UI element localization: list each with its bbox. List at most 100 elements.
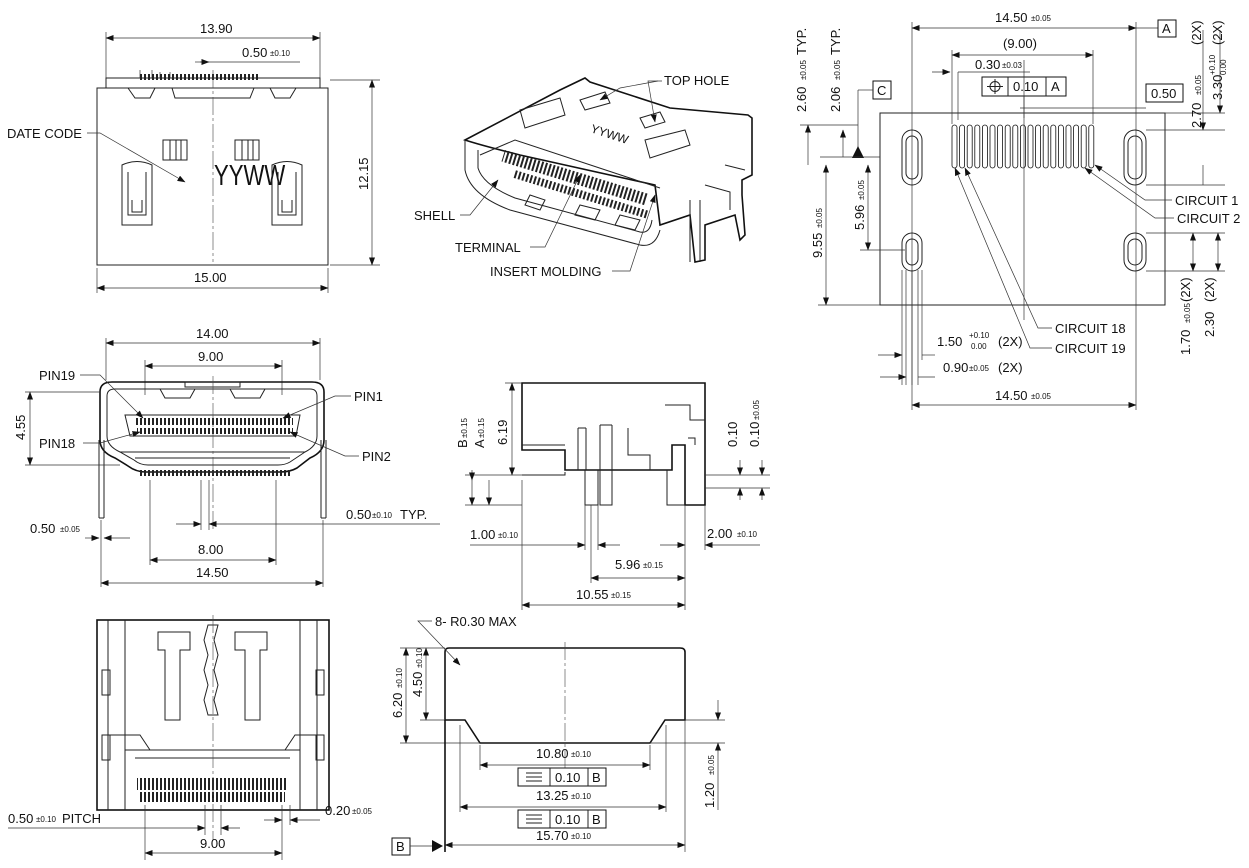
- x2-1-50: (2X): [998, 334, 1023, 349]
- pcb-layout-view: 14.50 ±0.05 A (9.00) 0.30 ±0.03 0.10 A 0…: [794, 10, 1240, 410]
- pos-tol-datum: A: [1051, 79, 1060, 94]
- iso-yyww-mark: YYWW: [589, 122, 631, 147]
- dim-0-10-b: 0.10: [747, 422, 762, 447]
- pcb-pad: [1088, 124, 1095, 169]
- panel-cutout-view: 8- R0.30 MAX 6.20 ±0.10 4.50 ±0.10 10.80…: [390, 614, 725, 856]
- datum-c: C: [877, 83, 886, 98]
- shell-label: SHELL: [414, 208, 455, 223]
- tol-5-96: ±0.05: [857, 179, 866, 200]
- pcb-pad: [1058, 124, 1064, 169]
- flat-2-datum: B: [592, 812, 601, 827]
- tol-2-70: ±0.05: [1194, 74, 1203, 95]
- tol-0-50-pitch: ±0.10: [36, 815, 57, 824]
- tol-0-50: ±0.10: [270, 49, 291, 58]
- pin2-label: PIN2: [362, 449, 391, 464]
- dim-a: A: [472, 439, 487, 448]
- front-view: 13.90 0.50 ±0.10 YYWW DATE CODE: [7, 21, 380, 293]
- tol-0-20: ±0.05: [352, 807, 373, 816]
- tol-4-50: ±0.10: [415, 647, 424, 668]
- tol-0-90: ±0.05: [969, 364, 990, 373]
- pcb-pad: [989, 124, 996, 169]
- dim-0-30: 0.30: [975, 57, 1000, 72]
- typ-2-06: TYP.: [828, 28, 843, 55]
- terminal-label: TERMINAL: [455, 240, 521, 255]
- tol-0-10-b: ±0.05: [752, 399, 761, 420]
- tol-2-00: ±0.10: [737, 530, 758, 539]
- pcb-pad: [1020, 124, 1026, 169]
- tol-2-06: ±0.05: [833, 59, 842, 80]
- dim-14-00: 14.00: [196, 326, 229, 341]
- dim-b: B: [455, 439, 470, 448]
- dim-10-80: 10.80: [536, 746, 569, 761]
- tol-1-70: ±0.05: [1183, 302, 1192, 323]
- pin19-label: PIN19: [39, 368, 75, 383]
- radius-note: 8- R0.30 MAX: [435, 614, 517, 629]
- tol-a: ±0.15: [477, 417, 486, 438]
- x2-2-30: (2X): [1202, 277, 1217, 302]
- dim-2-00: 2.00: [707, 526, 732, 541]
- tol-3-30-minus: 0.00: [1219, 59, 1228, 75]
- tol-1-50-minus: 0.00: [971, 342, 987, 351]
- flat-2-value: 0.10: [555, 812, 580, 827]
- pcb-pad: [1073, 124, 1079, 169]
- pin18-label: PIN18: [39, 436, 75, 451]
- pcb-pad: [1012, 124, 1019, 169]
- dim-1-00: 1.00: [470, 527, 495, 542]
- tol-2-60: ±0.05: [799, 59, 808, 80]
- x2-1-70: (2X): [1178, 277, 1193, 302]
- dim-13-90: 13.90: [200, 21, 233, 36]
- dim-0-90: 0.90: [943, 360, 968, 375]
- x2-0-90: (2X): [998, 360, 1023, 375]
- pcb-pad: [974, 124, 981, 169]
- tol-0-50-typ: ±0.10: [372, 511, 393, 520]
- pad-array: [951, 124, 1096, 169]
- date-code-marks: [162, 139, 260, 161]
- dim-2-30: 2.30: [1202, 312, 1217, 337]
- datum-a: A: [1162, 21, 1171, 36]
- top-hole-label: TOP HOLE: [664, 73, 730, 88]
- dim-12-15: 12.15: [356, 157, 371, 190]
- dim-0-50-left: 0.50: [30, 521, 55, 536]
- dim-14-50-bottom: 14.50: [995, 388, 1028, 403]
- pcb-pad: [959, 124, 965, 169]
- end-view: 14.00 9.00 PIN19 PIN1 PIN18 PIN2: [13, 326, 440, 587]
- tol-10-80: ±0.10: [571, 750, 592, 759]
- dim-9-00-ref: (9.00): [1003, 36, 1037, 51]
- dim-5-96: 5.96: [852, 205, 867, 230]
- pitch-label: PITCH: [62, 811, 101, 826]
- pcb-pad: [1042, 124, 1049, 169]
- x2-2-70: (2X): [1189, 20, 1204, 45]
- pcb-pad: [1050, 124, 1057, 169]
- pcb-pad: [966, 124, 973, 169]
- dim-5-96: 5.96: [615, 557, 640, 572]
- pcb-pad: [1080, 124, 1087, 169]
- tol-3-30-plus: +0.10: [1208, 54, 1217, 75]
- dim-9-00-bottom: 9.00: [200, 836, 225, 851]
- tol-0-50-left: ±0.05: [60, 525, 81, 534]
- dim-0-50-pitch: 0.50: [8, 811, 33, 826]
- datum-b: B: [396, 839, 405, 854]
- dim-0-50-typ: 0.50: [346, 507, 371, 522]
- flat-1-datum: B: [592, 770, 601, 785]
- dim-2-70: 2.70: [1189, 103, 1204, 128]
- tol-14-50-bottom: ±0.05: [1031, 392, 1052, 401]
- circuit-2-label: CIRCUIT 2: [1177, 211, 1240, 226]
- dim-13-25: 13.25: [536, 788, 569, 803]
- pin1-label: PIN1: [354, 389, 383, 404]
- dim-15-70: 15.70: [536, 828, 569, 843]
- tol-10-55: ±0.15: [611, 591, 632, 600]
- tol-b: ±0.15: [460, 417, 469, 438]
- dim-4-55: 4.55: [13, 415, 28, 440]
- dim-1-70: 1.70: [1178, 330, 1193, 355]
- isometric-view: YYWW TOP HOLE SHELL TERMINAL INSERT MOLD…: [414, 73, 753, 279]
- circuit-18-label: CIRCUIT 18: [1055, 321, 1126, 336]
- dim-2-60: 2.60: [794, 87, 809, 112]
- x2-3-30: (2X): [1210, 20, 1225, 45]
- dim-9-00: 9.00: [198, 349, 223, 364]
- dim-4-50: 4.50: [410, 672, 425, 697]
- pcb-pad: [1027, 124, 1034, 169]
- pcb-pad: [1035, 124, 1041, 169]
- tol-15-70: ±0.10: [571, 832, 592, 841]
- dim-14-50: 14.50: [196, 565, 229, 580]
